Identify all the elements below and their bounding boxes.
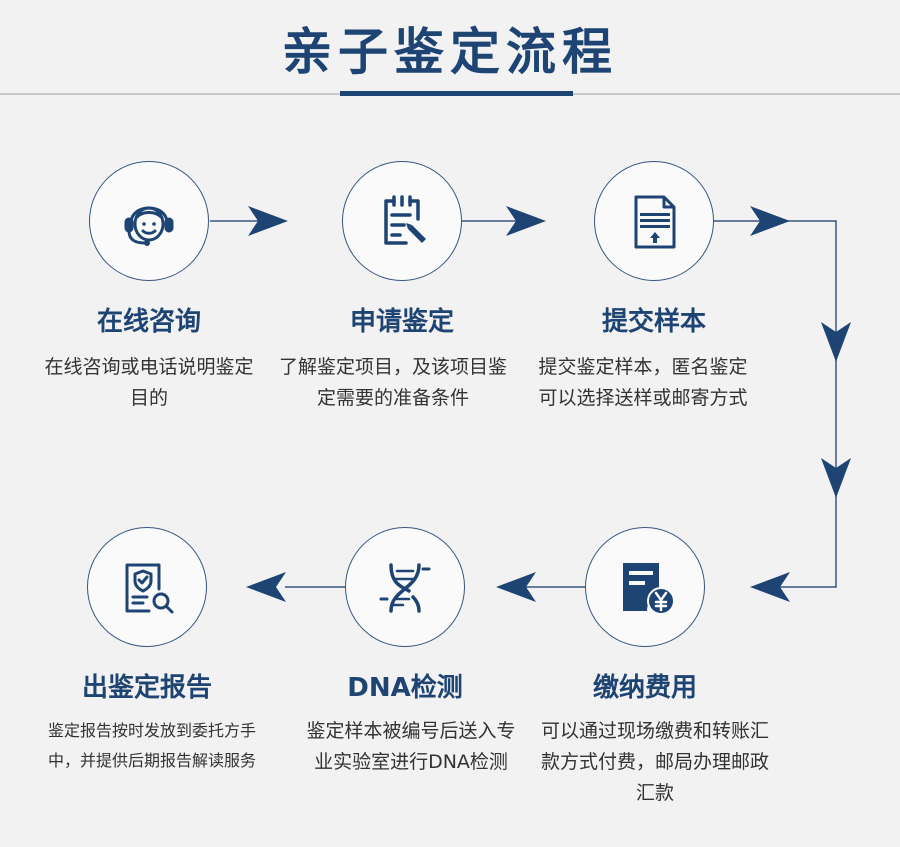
step-description: 在线咨询或电话说明鉴定目的 <box>44 356 254 409</box>
document-upload-icon <box>594 161 714 281</box>
application-form-pen-icon <box>342 161 462 281</box>
arrow-right-3 <box>750 206 790 236</box>
step-title: DNA检测 <box>347 673 463 703</box>
page-title: 亲子鉴定流程 <box>282 23 618 81</box>
step-title: 在线咨询 <box>96 307 201 337</box>
arrow-left-3 <box>246 572 286 602</box>
arrow-right-1 <box>248 206 288 236</box>
report-shield-magnifier-icon <box>87 527 207 647</box>
step-title: 出鉴定报告 <box>81 673 212 703</box>
bill-yuan-icon <box>585 527 705 647</box>
arrow-left-1 <box>750 572 790 602</box>
arrow-down-1 <box>821 322 851 362</box>
dna-helix-icon <box>345 527 465 647</box>
step-title: 提交样本 <box>601 307 706 337</box>
step-title: 申请鉴定 <box>349 307 454 337</box>
arrow-left-2 <box>496 572 536 602</box>
title-underline-accent <box>340 91 573 96</box>
step-description: 鉴定报告按时发放到委托方手中，并提供后期报告解读服务 <box>48 721 257 770</box>
step-description: 了解鉴定项目，及该项目鉴定需要的准备条件 <box>278 356 507 409</box>
step-title: 缴纳费用 <box>592 673 697 703</box>
arrow-right-2 <box>506 206 546 236</box>
step-description: 提交鉴定样本，匿名鉴定可以选择送样或邮寄方式 <box>538 356 748 409</box>
arrow-down-2 <box>821 458 851 498</box>
step-description: 可以通过现场缴费和转账汇款方式付费，邮局办理邮政汇款 <box>540 720 769 804</box>
customer-service-headset-icon <box>89 161 209 281</box>
step-description: 鉴定样本被编号后送入专业实验室进行DNA检测 <box>306 720 516 773</box>
